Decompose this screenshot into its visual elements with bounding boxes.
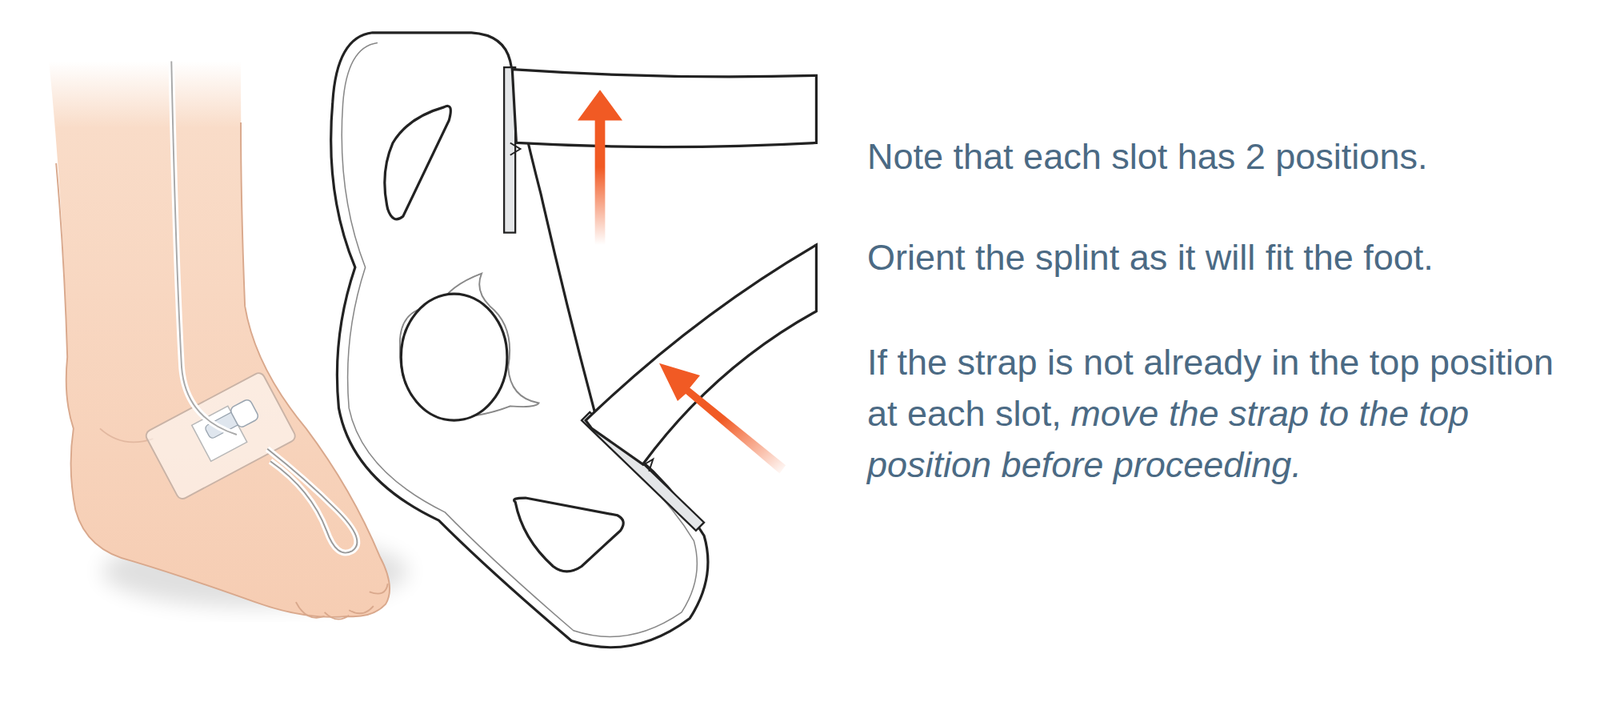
instruction-text: Note that each slot has 2 positions. (867, 136, 1428, 177)
instruction-note: Orient the splint as it will fit the foo… (867, 232, 1580, 284)
instruction-note: Note that each slot has 2 positions. (867, 131, 1580, 183)
instruction-note: If the strap is not already in the top p… (867, 336, 1580, 491)
instruction-text: Orient the splint as it will fit the foo… (867, 236, 1434, 278)
